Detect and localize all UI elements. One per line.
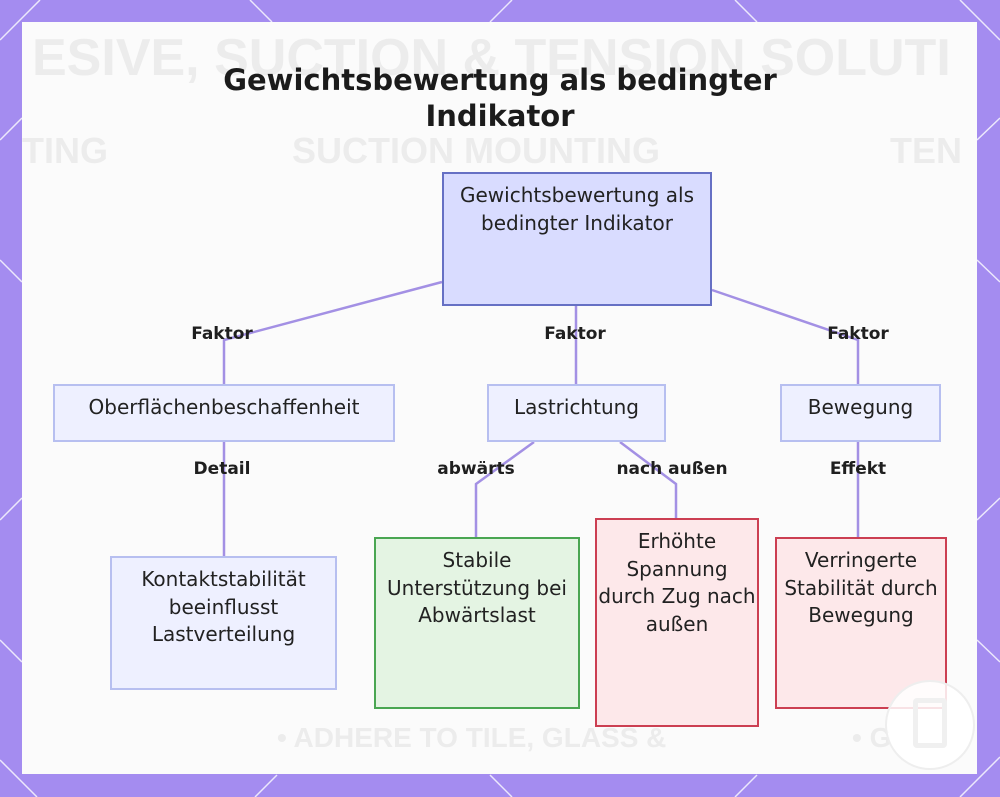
edge-label-factor-left: Faktor xyxy=(191,324,253,344)
node-increased-tension: Erhöhte Spannung durch Zug nach außen xyxy=(595,518,759,727)
node-stable-support: Stabile Unterstützung bei Abwärtslast xyxy=(374,537,580,709)
node-motion: Bewegung xyxy=(780,384,941,442)
edge-label-effect: Effekt xyxy=(829,459,887,479)
background-label-right: TEN xyxy=(890,130,962,171)
background-label-left: TING xyxy=(22,130,108,171)
logo-glyph-icon xyxy=(913,698,947,748)
edge-label-factor-middle: Faktor xyxy=(544,324,606,344)
background-label-middle: SUCTION MOUNTING xyxy=(292,130,660,171)
background-bullet-1: • ADHERE TO TILE, GLASS & xyxy=(277,722,667,753)
edge-label-outward: nach außen xyxy=(616,459,728,479)
edge-label-detail: Detail xyxy=(193,459,251,479)
background-headline: ESIVE, SUCTION & TENSION SOLUTI xyxy=(32,29,951,87)
edge-label-downward: abwärts xyxy=(437,459,515,479)
node-contact-stability: Kontaktstabilität beeinflusst Lastvertei… xyxy=(110,556,337,690)
node-root: Gewichtsbewertung als bedingter Indikato… xyxy=(442,172,712,306)
node-reduced-stability: Verringerte Stabilität durch Bewegung xyxy=(775,537,947,709)
watermark-logo xyxy=(885,680,975,770)
edge-label-factor-right: Faktor xyxy=(827,324,889,344)
background-bullet-2: • G xyxy=(852,722,892,753)
node-load-direction: Lastrichtung xyxy=(487,384,666,442)
diagram-title: Gewichtsbewertung als bedingter Indikato… xyxy=(223,63,777,134)
node-surface: Oberflächenbeschaffenheit xyxy=(53,384,395,442)
